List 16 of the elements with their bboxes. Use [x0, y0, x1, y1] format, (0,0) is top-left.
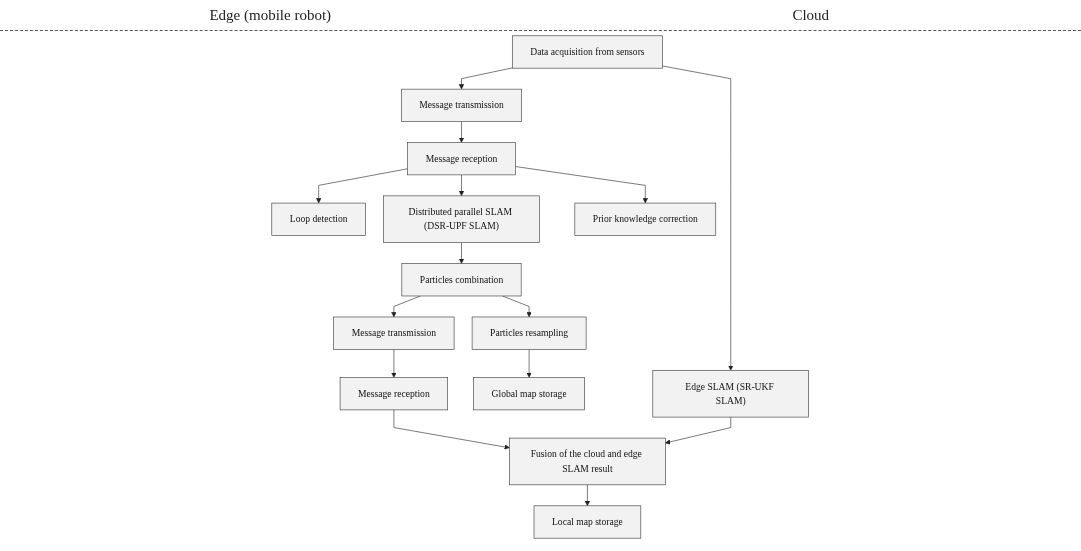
section-heading: Cloud [791, 6, 831, 24]
node-box: Message reception [340, 377, 449, 411]
node-box: Loop detection [271, 202, 367, 236]
node-box: Distributed parallel SLAM (DSR-UPF SLAM) [383, 195, 540, 243]
node-box: Edge SLAM (SR-UKF SLAM) [652, 370, 810, 418]
node-box: Particles resampling [472, 316, 587, 350]
node-box: Fusion of the cloud and edge SLAM result [509, 437, 666, 486]
node-box: Message transmission [333, 316, 455, 350]
node-box: Global map storage [473, 377, 586, 411]
section-heading: Edge (mobile robot) [208, 6, 333, 24]
node-box: Local map storage [533, 505, 642, 539]
node-box: Message reception [407, 142, 516, 176]
node-box: Message transmission [401, 88, 523, 122]
node-box: Prior knowledge correction [574, 202, 717, 236]
node-box: Data acquisition from sensors [512, 35, 664, 69]
node-box: Particles combination [401, 263, 522, 297]
